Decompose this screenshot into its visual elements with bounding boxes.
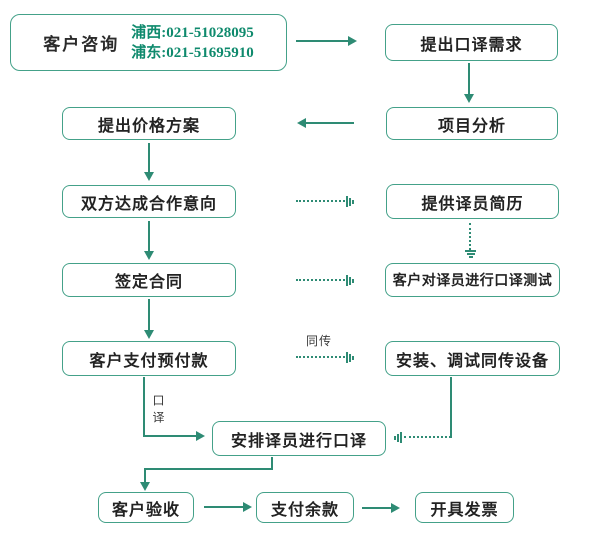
phone-numbers: 浦西:021-51028095 浦东:021-51695910 [131,23,254,63]
node-label: 项目分析 [437,115,506,135]
node-label: 开具发票 [430,499,499,519]
arrowhead-right-icon [243,502,252,512]
dotted-arrowhead-right-icon [346,275,354,286]
connector-to-acceptance [144,468,146,483]
arrowhead-down-icon [464,94,474,103]
arrowhead-right-icon [196,431,205,441]
node-label: 支付余款 [270,499,339,519]
phone-puxi: 浦西:021-51028095 [131,24,254,41]
node-provide-resume: 提供译员简历 [386,184,559,219]
connector-prepay-down [143,377,145,437]
node-label: 提出口译需求 [420,34,523,54]
edge-label-interpretation: 口译 [151,394,165,428]
connector-arrange-left [144,468,273,470]
connector-arrange-down [271,457,273,470]
arrow-price-to-agreement [148,143,150,173]
node-request-interpretation: 提出口译需求 [385,24,558,61]
dotted-arrow-prepay-to-equipment [296,356,345,358]
node-label: 双方达成合作意向 [80,193,217,213]
arrowhead-left-icon [297,118,306,128]
node-label: 客户验收 [111,499,180,519]
node-project-analysis: 项目分析 [386,107,558,140]
dotted-arrow-resume-to-test [469,223,471,250]
dotted-arrow-equipment-to-arrange [404,436,451,438]
arrow-agreement-to-contract [148,221,150,252]
node-label: 安装、调试同传设备 [395,350,549,370]
node-sign-contract: 签定合同 [62,263,236,297]
dotted-arrowhead-left-icon [394,432,402,443]
node-price-proposal: 提出价格方案 [62,107,236,140]
arrow-contract-to-prepay [148,299,150,331]
node-label: 客户对译员进行口译测试 [392,273,553,289]
arrow-acceptance-to-balance [204,506,244,508]
node-label: 客户支付预付款 [89,350,209,370]
phone-pudong: 浦东:021-51695910 [131,44,254,61]
arrowhead-down-icon [144,251,154,260]
node-issue-invoice: 开具发票 [415,492,514,523]
arrow-consult-to-request [296,40,348,42]
dotted-arrow-agreement-to-resume [296,200,345,202]
connector-prepay-to-arrange [143,435,197,437]
arrow-balance-to-invoice [362,507,392,509]
node-label: 安排译员进行口译 [230,430,367,450]
node-label: 提出价格方案 [97,115,200,135]
arrowhead-down-icon [144,172,154,181]
dotted-arrowhead-down-icon [465,250,476,258]
arrowhead-down-icon [140,482,150,491]
node-cooperation-agreement: 双方达成合作意向 [62,185,236,218]
node-install-equipment: 安装、调试同传设备 [385,341,560,376]
arrowhead-right-icon [348,36,357,46]
node-pay-balance: 支付余款 [256,492,354,523]
arrowhead-down-icon [144,330,154,339]
dotted-arrow-contract-to-test [296,279,345,281]
connector-equipment-down [450,377,452,438]
arrowhead-right-icon [391,503,400,513]
arrow-request-to-analysis [468,63,470,95]
edge-label-simultaneous: 同传 [306,334,333,348]
dotted-arrowhead-right-icon [346,352,354,363]
node-client-test-interpreter: 客户对译员进行口译测试 [385,263,560,297]
node-client-acceptance: 客户验收 [98,492,194,523]
arrow-analysis-to-price [306,122,354,124]
node-label: 签定合同 [114,272,183,291]
node-arrange-interpreter: 安排译员进行口译 [212,421,386,456]
dotted-arrowhead-right-icon [346,196,354,207]
node-client-prepayment: 客户支付预付款 [62,341,236,376]
node-customer-consult: 客户咨询 浦西:021-51028095 浦东:021-51695910 [10,14,287,71]
node-label: 提供译员简历 [421,193,524,213]
node-label: 客户咨询 [43,35,120,55]
